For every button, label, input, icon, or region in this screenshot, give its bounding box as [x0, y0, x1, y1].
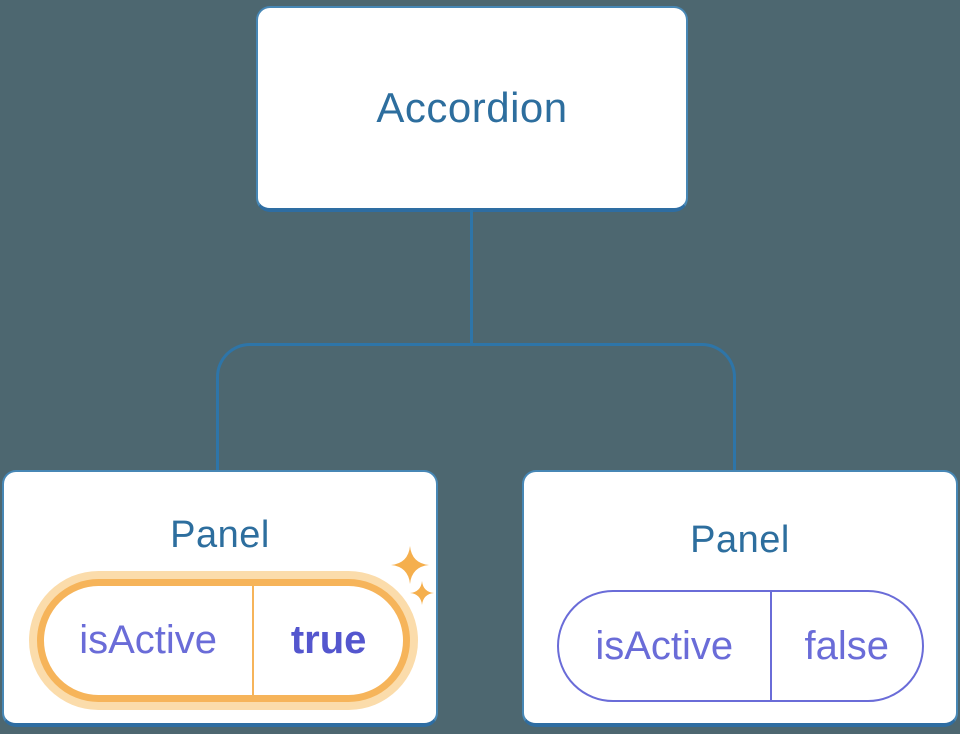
- connector-branch: [216, 343, 736, 470]
- pill-divider: [769, 592, 772, 700]
- prop-value-label: true: [290, 618, 367, 662]
- pill-divider: [252, 586, 255, 695]
- state-pill-inactive: isActive false: [557, 590, 924, 702]
- panel-node-inactive: Panel isActive false: [522, 470, 958, 727]
- prop-name-label: isActive: [595, 623, 734, 668]
- sparkle-icon-large: [391, 546, 429, 584]
- accordion-node: Accordion: [256, 6, 688, 212]
- state-pill-active: isActive true: [37, 579, 410, 702]
- sparkle-icon-small: [410, 581, 434, 605]
- accordion-node-label: Accordion: [376, 84, 568, 131]
- connector-stem: [470, 210, 473, 346]
- panel-title: Panel: [690, 519, 790, 561]
- prop-name-label: isActive: [79, 618, 218, 662]
- panel-title: Panel: [170, 514, 270, 556]
- panel-node-active: Panel isActive true: [2, 470, 438, 727]
- prop-value-label: false: [804, 623, 890, 668]
